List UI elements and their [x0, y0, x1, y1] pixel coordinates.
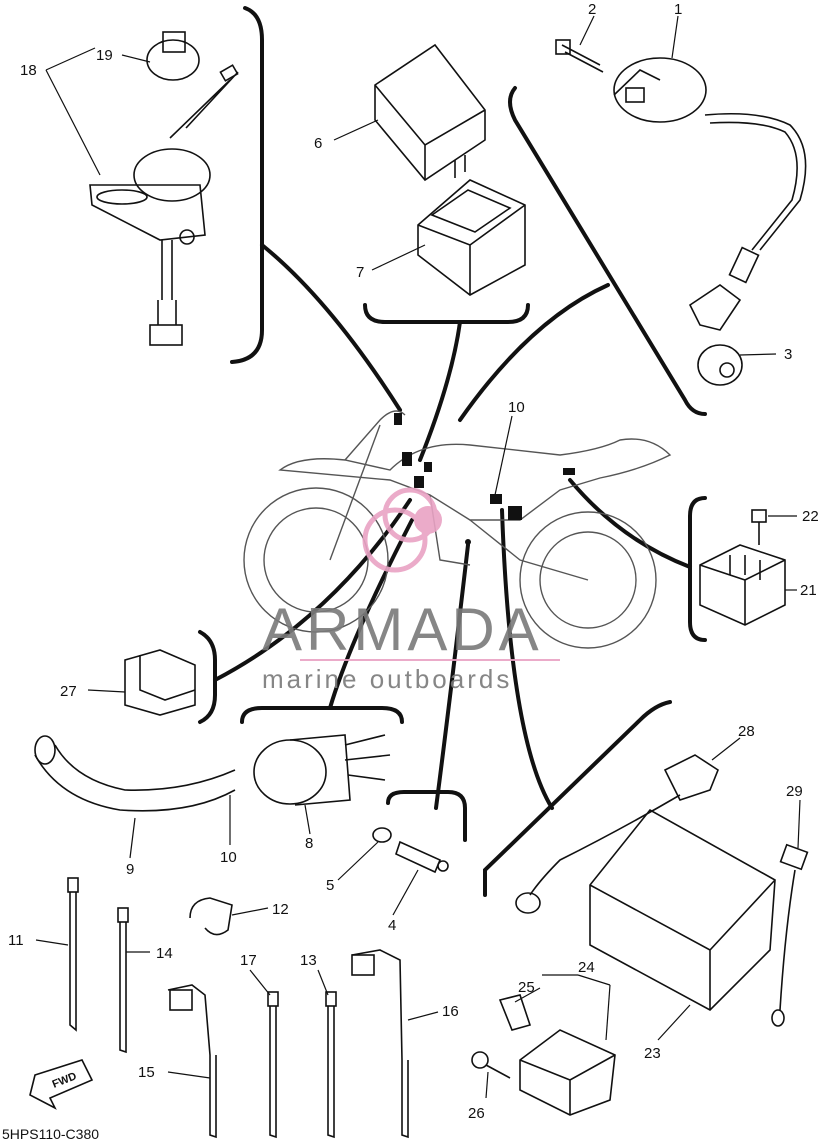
callout-2: 2: [588, 1, 596, 18]
harness-sleeve: [34, 734, 391, 812]
sensor-switch: [372, 827, 449, 874]
part-code: 5HPS110-C380: [2, 1126, 99, 1142]
callout-5: 5: [326, 877, 334, 894]
watermark-tagline: marine outboards: [262, 664, 512, 694]
callout-8: 8: [305, 835, 313, 852]
callout-9: 9: [126, 861, 134, 878]
callout-4: 4: [388, 917, 396, 934]
connector-27: [124, 649, 196, 716]
ignition-coil-assembly: [555, 39, 807, 386]
watermark: ARMADA marine outboards: [262, 487, 560, 694]
callout-7: 7: [356, 264, 364, 281]
motorcycle-outline: [243, 410, 672, 649]
callout-13: 13: [300, 952, 317, 969]
main-switch-assembly: [89, 31, 239, 346]
callout-1: 1: [674, 1, 682, 18]
fwd-arrow-icon: FWD: [29, 1059, 94, 1110]
bracket-frames: [198, 6, 707, 897]
battery-23: [589, 808, 776, 1011]
callout-10-lower: 10: [220, 849, 237, 866]
harness-leader-lines: [213, 243, 692, 810]
callout-24: 24: [578, 959, 595, 976]
callout-21: 21: [800, 582, 817, 599]
callout-25: 25: [518, 979, 535, 996]
clamps: [167, 897, 409, 1139]
lead-29: [771, 843, 809, 1027]
callout-labels: 1 2 3 18 19 6 7 10 22 21 27 28 29 8 10 9…: [8, 1, 819, 1122]
callout-11: 11: [8, 932, 24, 949]
callout-12: 12: [272, 901, 289, 918]
callout-10-upper: 10: [508, 399, 525, 416]
callout-29: 29: [786, 783, 803, 800]
watermark-brand: ARMADA: [262, 596, 543, 663]
callout-28: 28: [738, 723, 755, 740]
rectifier-regulator: [699, 509, 786, 626]
callout-leaders: [35, 15, 801, 1099]
callout-14: 14: [156, 945, 173, 962]
callout-27: 27: [60, 683, 77, 700]
relay-and-cover: [374, 43, 526, 296]
callout-23: 23: [644, 1045, 661, 1062]
callout-3: 3: [784, 346, 792, 363]
callout-18: 18: [20, 62, 37, 79]
block-24-25-26: [471, 994, 616, 1116]
battery-lead-28: [515, 754, 719, 914]
callout-22: 22: [802, 508, 819, 525]
callout-15: 15: [138, 1064, 155, 1081]
callout-17: 17: [240, 952, 257, 969]
callout-16: 16: [442, 1003, 459, 1020]
callout-6: 6: [314, 135, 322, 152]
callout-19: 19: [96, 47, 113, 64]
cable-ties: [67, 877, 337, 1139]
callout-26: 26: [468, 1105, 485, 1122]
